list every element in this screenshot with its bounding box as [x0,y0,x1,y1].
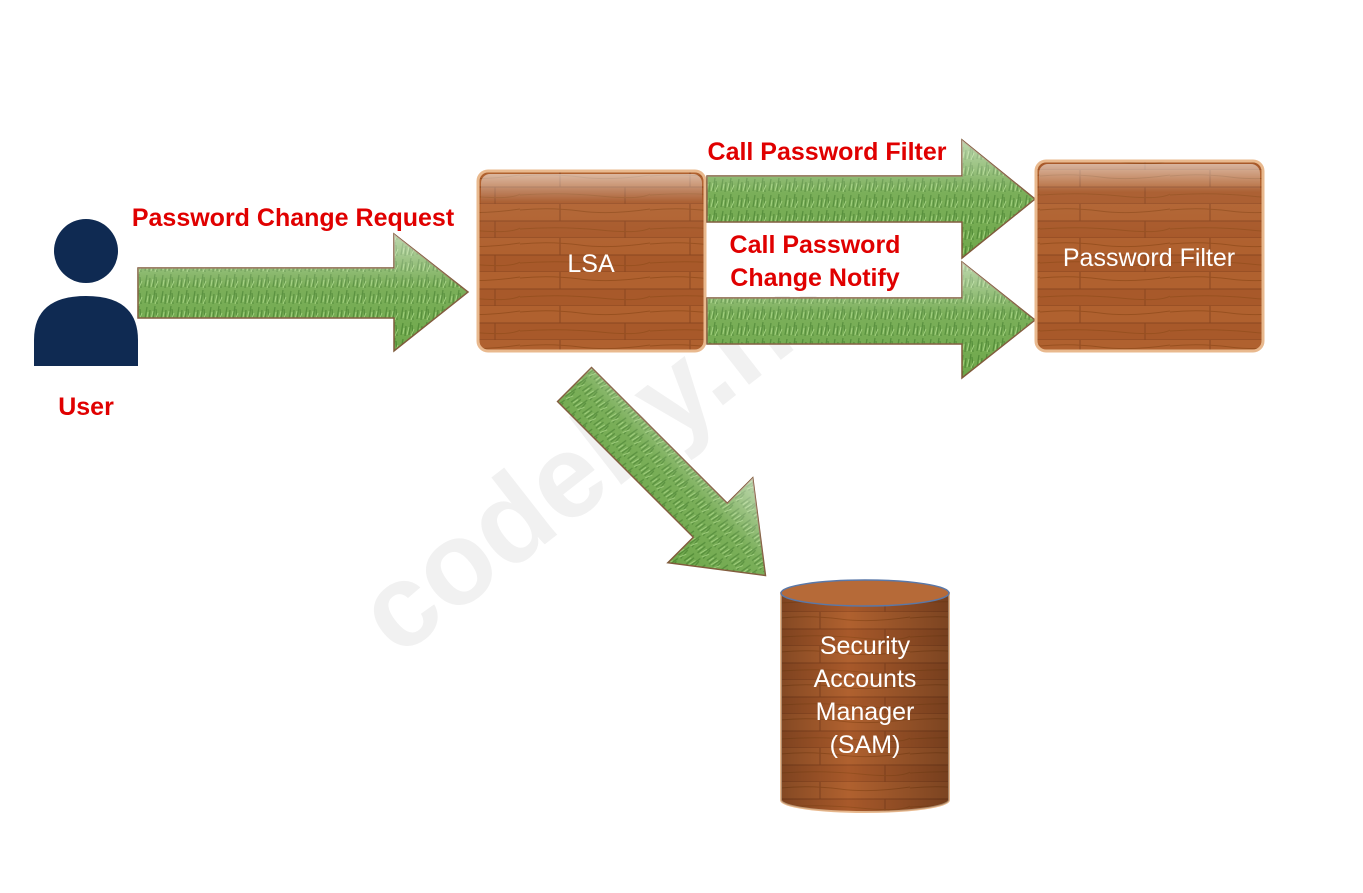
password-filter-label: Password Filter [1063,244,1235,272]
sam-label-line4: (SAM) [830,731,901,759]
sam-cylinder [780,579,950,813]
lsa-label: LSA [567,250,615,278]
password-filter-box [1034,159,1265,353]
sam-label-line3: Manager [816,698,915,726]
notify-label-backdrop [712,228,918,296]
request-arrow [137,232,470,353]
notify-label-line2: Change Notify [730,264,900,292]
sam-arrow [556,366,767,577]
sam-label-line2: Accounts [814,665,917,693]
user-icon [34,219,138,366]
call-filter-label: Call Password Filter [708,138,947,166]
sam-label-line1: Security [820,632,911,660]
notify-label-line1: Call Password [730,231,901,259]
user-label: User [58,393,114,421]
request-label: Password Change Request [132,204,455,232]
notify-arrow [706,260,1037,380]
lsa-box [476,169,707,353]
call-filter-arrow [706,138,1037,260]
